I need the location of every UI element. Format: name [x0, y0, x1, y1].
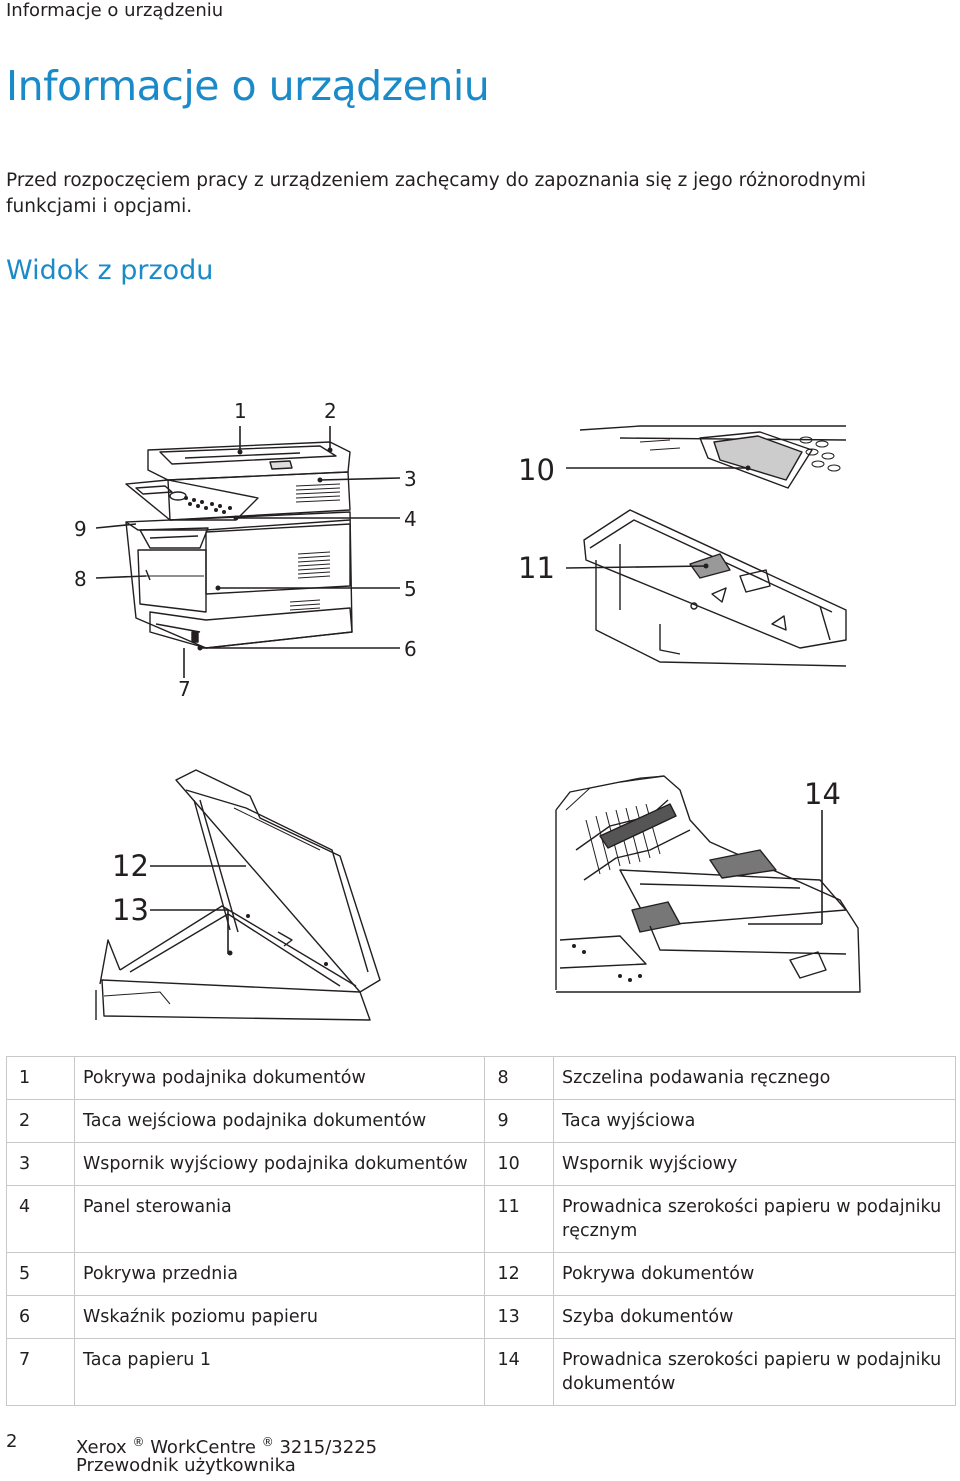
callout-12: 12: [112, 849, 149, 883]
legend-number: 1: [6, 1056, 75, 1100]
legend-number: 4: [6, 1185, 75, 1253]
legend-label: Taca wejściowa podajnika dokumentów: [73, 1099, 486, 1143]
legend-number: 6: [6, 1295, 75, 1339]
page-number: 2: [6, 1431, 18, 1452]
feeder-open-illustration: [555, 775, 861, 993]
callout-5: 5: [404, 577, 417, 601]
legend-number: 9: [484, 1099, 555, 1143]
intro-paragraph: Przed rozpoczęciem pracy z urządzeniem z…: [6, 170, 866, 217]
legend-label: Wspornik wyjściowy podajnika dokumentów: [73, 1142, 486, 1186]
callout-8: 8: [74, 567, 87, 591]
registered-mark: ®: [132, 1435, 145, 1449]
legend-number: 13: [484, 1295, 555, 1339]
callout-11: 11: [518, 551, 555, 585]
legend-number: 3: [6, 1142, 75, 1186]
callout-7: 7: [178, 677, 191, 701]
legend-number: 5: [6, 1252, 75, 1296]
legend-label: Wskaźnik poziomu papieru: [73, 1295, 486, 1339]
product-name: Xerox ® WorkCentre ® 3215/3225: [76, 1430, 377, 1460]
callout-4: 4: [404, 507, 417, 531]
legend-label: Pokrywa dokumentów: [553, 1252, 956, 1296]
callout-13: 13: [112, 893, 149, 927]
callout-1: 1: [234, 399, 247, 423]
legend-label: Pokrywa przednia: [73, 1252, 486, 1296]
callout-6: 6: [404, 637, 417, 661]
legend-label: Taca wyjściowa: [553, 1099, 956, 1143]
callout-3: 3: [404, 467, 417, 491]
legend-label: Prowadnica szerokości papieru w podajnik…: [553, 1185, 956, 1253]
legend-label: Prowadnica szerokości papieru w podajnik…: [553, 1338, 956, 1406]
printer-illustrations: 1 2 3 4 5 6 7 8 9 10 11 12 13 14: [74, 399, 861, 1021]
legend-label: Panel sterowania: [73, 1185, 486, 1253]
callout-14: 14: [804, 777, 841, 811]
legend-label: Taca papieru 1: [73, 1338, 486, 1406]
legend-number: 7: [6, 1338, 75, 1406]
legend-number: 10: [484, 1142, 555, 1186]
legend-number: 14: [484, 1338, 555, 1406]
callout-2: 2: [324, 399, 337, 423]
printer-front-illustration: [125, 441, 353, 649]
brand-name: Xerox: [76, 1437, 127, 1458]
front-view-figure: 1 2 3 4 5 6 7 8 9 10 11 12 13 14: [0, 380, 960, 1030]
registered-mark: ®: [261, 1435, 274, 1449]
callout-10: 10: [518, 453, 555, 487]
legend-label: Pokrywa podajnika dokumentów: [73, 1056, 486, 1100]
product-line: WorkCentre: [150, 1437, 256, 1458]
page-title: Informacje o urządzeniu: [6, 62, 490, 110]
callout-9: 9: [74, 517, 87, 541]
legend-label: Szyba dokumentów: [553, 1295, 956, 1339]
legend-number: 2: [6, 1099, 75, 1143]
section-title: Widok z przodu: [6, 255, 214, 286]
legend-number: 8: [484, 1056, 555, 1100]
leader-lines: [95, 426, 823, 954]
legend-label: Szczelina podawania ręcznego: [553, 1056, 956, 1100]
running-header: Informacje o urządzeniu: [6, 0, 224, 21]
legend-number: 12: [484, 1252, 555, 1296]
manual-feed-detail-illustration: [579, 425, 847, 667]
legend-label: Wspornik wyjściowy: [553, 1142, 956, 1186]
legend-number: 11: [484, 1185, 555, 1253]
guide-title: Przewodnik użytkownika: [76, 1455, 296, 1476]
model-number: 3215/3225: [279, 1437, 378, 1458]
